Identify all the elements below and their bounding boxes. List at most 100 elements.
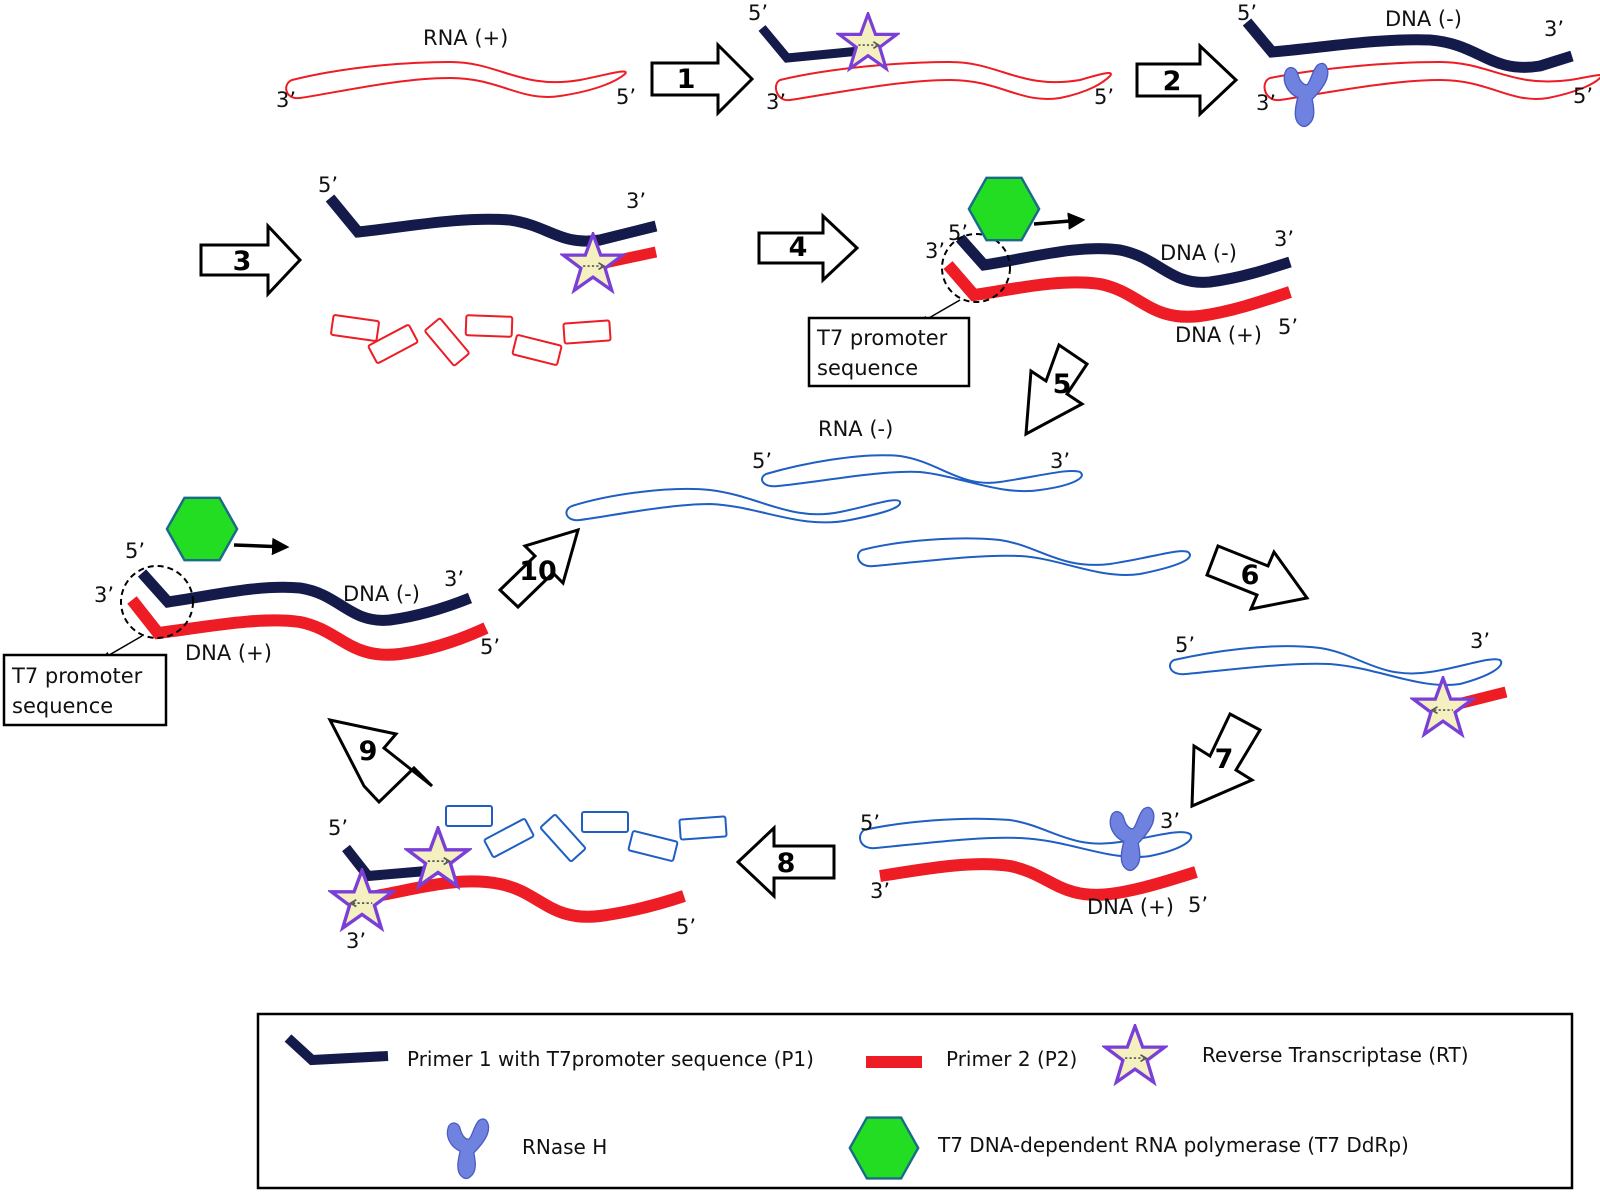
label-5prime: 5’ — [1573, 84, 1593, 108]
dna-plus-strand — [943, 261, 1292, 323]
legend-rt-label: Reverse Transcriptase (RT) — [1202, 1043, 1469, 1067]
svg-text:9: 9 — [359, 736, 378, 767]
step-arrow-2: 2 — [1135, 42, 1239, 118]
step-arrow-8: 8 — [735, 824, 836, 900]
legend: Primer 1 with T7promoter sequence (P1) P… — [256, 1012, 1574, 1190]
promoter-highlight-circle — [941, 233, 1011, 303]
step-arrow-1: 1 — [650, 41, 755, 117]
label-3prime: 3’ — [1470, 629, 1490, 653]
label-3prime: 3’ — [444, 567, 464, 591]
label-5prime: 5’ — [616, 85, 636, 109]
label-5prime: 5’ — [1237, 1, 1257, 25]
rna-plus-strand-1 — [285, 60, 627, 100]
legend-p2-label: Primer 2 (P2) — [946, 1047, 1077, 1071]
svg-text:6: 6 — [1241, 560, 1260, 591]
dna-minus-strand — [955, 234, 1292, 288]
legend-rnase-h-label: RNase H — [522, 1135, 607, 1159]
step-arrow-9: 9 — [327, 717, 434, 805]
label-3prime: 3’ — [626, 189, 646, 213]
label-dna-minus: DNA (-) — [1160, 241, 1237, 265]
label-3prime: 3’ — [1544, 17, 1564, 41]
t7-polymerase-icon — [967, 176, 1041, 242]
label-5prime: 5’ — [948, 221, 968, 245]
label-5prime: 5’ — [1278, 315, 1298, 339]
label-3prime: 3’ — [766, 90, 786, 114]
label-5prime: 5’ — [318, 173, 338, 197]
legend-p1-icon — [284, 1034, 389, 1066]
step-arrow-5: 5 — [1024, 342, 1090, 437]
svg-text:1: 1 — [677, 64, 696, 95]
label-rna-plus: RNA (+) — [423, 26, 508, 50]
legend-t7-label: T7 DNA-dependent RNA polymerase (T7 DdRp… — [937, 1133, 1409, 1157]
dna-minus-strand — [137, 569, 473, 626]
reverse-transcriptase-icon — [1411, 676, 1475, 736]
rna-minus-strand — [859, 817, 1193, 858]
label-dna-plus: DNA (+) — [1175, 323, 1262, 347]
primer-p1 — [758, 25, 871, 63]
label-3prime: 3’ — [1050, 449, 1070, 473]
t7-promoter-callout: T7 promoter sequence — [2, 653, 168, 727]
primer-p1 — [342, 844, 439, 882]
label-3prime: 3’ — [925, 239, 945, 263]
label-3prime: 3’ — [94, 583, 114, 607]
step-arrow-6: 6 — [1205, 544, 1310, 612]
rna-fragments — [330, 314, 612, 367]
label-5prime: 5’ — [676, 915, 696, 939]
svg-text:4: 4 — [789, 232, 808, 263]
dna-plus-strand — [127, 596, 489, 661]
dna-plus-strand — [879, 858, 1198, 901]
dna-minus-strand — [325, 194, 658, 247]
label-5prime: 5’ — [1094, 85, 1114, 109]
label-5prime: 5’ — [328, 816, 348, 840]
label-3prime: 3’ — [1160, 809, 1180, 833]
direction-arrow — [233, 537, 290, 556]
step-arrow-3: 3 — [199, 222, 303, 298]
label-rna-minus: RNA (-) — [818, 417, 893, 441]
svg-text:7: 7 — [1215, 744, 1234, 775]
rna-plus-strand-2 — [774, 60, 1112, 102]
t7-polymerase-icon — [165, 496, 239, 562]
dna-plus-strand — [374, 875, 686, 923]
label-5prime: 5’ — [1188, 893, 1208, 917]
label-3prime: 3’ — [276, 88, 296, 112]
rna-minus-strands — [565, 454, 1191, 576]
label-5prime: 5’ — [860, 811, 880, 835]
rna-fragments — [445, 805, 728, 862]
reverse-transcriptase-icon — [837, 12, 899, 71]
label-3prime: 3’ — [870, 879, 890, 903]
legend-box — [256, 1012, 1574, 1190]
rna-minus-strand — [1169, 645, 1503, 686]
svg-text:2: 2 — [1163, 66, 1182, 97]
rnase-h-icon — [1109, 806, 1155, 872]
t7-promoter-callout: T7 promoter sequence — [807, 316, 971, 388]
step-arrow-10: 10 — [497, 527, 581, 610]
label-dna-minus: DNA (-) — [343, 582, 420, 606]
label-3prime: 3’ — [1256, 91, 1276, 115]
svg-text:sequence: sequence — [12, 694, 113, 718]
direction-arrow — [1033, 212, 1086, 230]
label-5prime: 5’ — [752, 449, 772, 473]
svg-text:sequence: sequence — [817, 356, 918, 380]
label-dna-plus: DNA (+) — [1087, 895, 1174, 919]
step-arrow-7: 7 — [1190, 711, 1263, 809]
svg-text:8: 8 — [777, 848, 796, 879]
svg-text:5: 5 — [1053, 369, 1072, 400]
label-5prime: 5’ — [480, 635, 500, 659]
rna-plus-strand-3 — [1263, 60, 1600, 102]
label-3prime: 3’ — [1274, 227, 1294, 251]
svg-text:T7 promoter: T7 promoter — [816, 326, 948, 350]
step-arrow-4: 4 — [757, 212, 860, 284]
promoter-highlight-circle — [120, 565, 194, 639]
dna-minus-strand — [1242, 18, 1574, 73]
svg-text:3: 3 — [233, 246, 252, 277]
label-3prime: 3’ — [346, 929, 366, 953]
label-dna-plus: DNA (+) — [185, 641, 272, 665]
svg-text:10: 10 — [519, 556, 557, 587]
svg-text:T7 promoter: T7 promoter — [11, 664, 143, 688]
label-5prime: 5’ — [748, 1, 768, 25]
label-dna-minus: DNA (-) — [1385, 7, 1462, 31]
label-5prime: 5’ — [1175, 633, 1195, 657]
legend-p1-label: Primer 1 with T7promoter sequence (P1) — [407, 1047, 814, 1071]
label-5prime: 5’ — [125, 539, 145, 563]
